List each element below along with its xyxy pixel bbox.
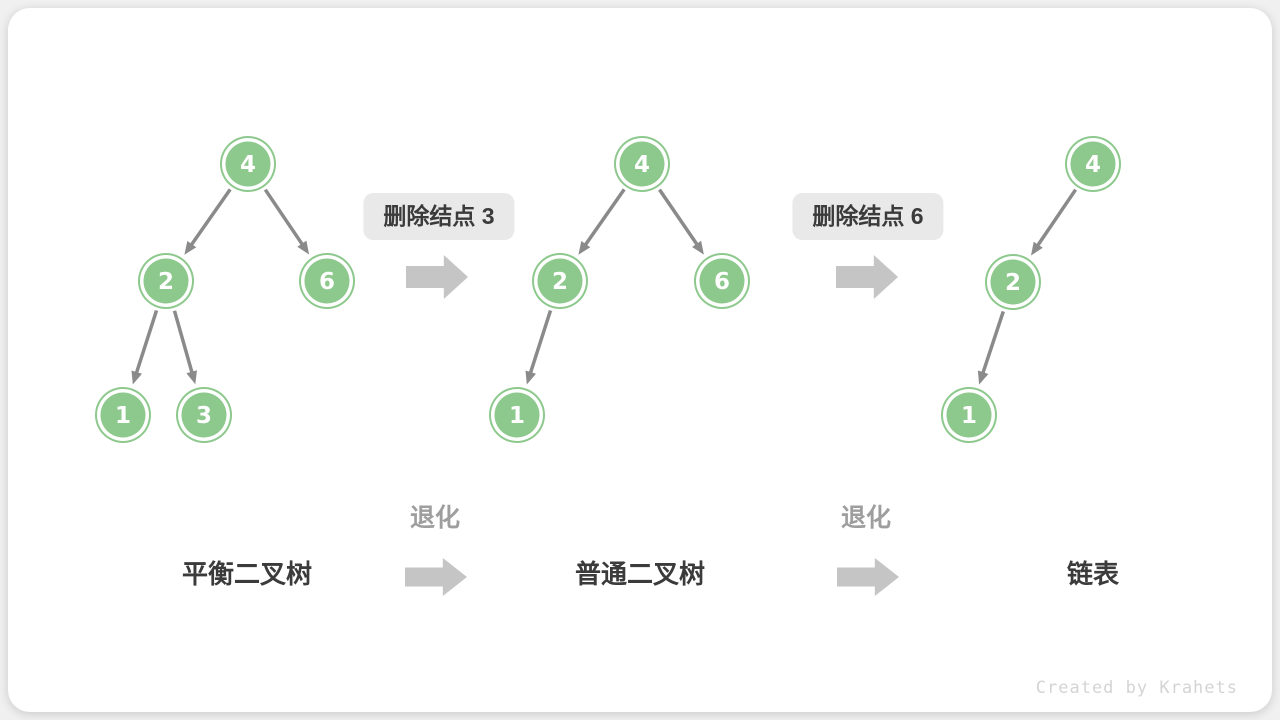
tree-node-4: 4 <box>1065 136 1121 192</box>
caption-ordinary-binary-tree: 普通二叉树 <box>574 559 706 589</box>
tree-node-6: 6 <box>299 253 355 309</box>
tree-edge-arrowhead-icon <box>578 241 591 255</box>
delete-node-6-badge-label: 删除结点 6 <box>812 203 924 229</box>
balanced-binary-tree: 4 2 6 1 3 <box>95 136 355 443</box>
watermark: Created by Krahets <box>1035 678 1238 698</box>
tree-edge <box>187 188 232 250</box>
tree-node-circle <box>1070 141 1116 187</box>
tree-node-circle <box>946 392 992 438</box>
tree-node-circle <box>699 258 745 304</box>
tree-node-1: 1 <box>95 387 151 443</box>
tree-node-2: 2 <box>532 253 588 309</box>
tree-edge <box>527 309 553 378</box>
tree-node-2: 2 <box>138 253 194 309</box>
tree-node-circle <box>143 258 189 304</box>
tree-node-value: 4 <box>240 152 256 178</box>
tree-edge-arrowhead-icon <box>297 240 310 255</box>
tree-edge-arrowhead-icon <box>1031 241 1043 256</box>
tree-node-4: 4 <box>220 136 276 192</box>
diagram-card <box>8 8 1272 712</box>
degrade-label-1: 退化 <box>409 504 461 532</box>
tree-node-4: 4 <box>614 136 670 192</box>
tree-node-value: 2 <box>158 269 174 295</box>
tree-node-circle <box>990 259 1036 305</box>
tree-edge-arrowhead-icon <box>184 241 197 255</box>
tree-node-value: 4 <box>634 152 650 178</box>
tree-node-circle <box>619 141 665 187</box>
tree-edge-arrowhead-icon <box>186 370 197 385</box>
linked-list: 4 2 1 <box>941 136 1121 443</box>
caption-linked-list: 链表 <box>1066 559 1120 589</box>
tree-node-value: 3 <box>196 403 212 429</box>
delete-node-3-badge: 删除结点 3 <box>363 193 515 240</box>
tree-node-value: 1 <box>115 403 131 429</box>
tree-edge <box>172 310 195 377</box>
tree-node-value: 6 <box>714 269 730 295</box>
tree-node-circle <box>537 258 583 304</box>
tree-edge <box>1033 188 1078 250</box>
tree-node-value: 2 <box>1005 270 1021 296</box>
tree-edge <box>263 188 307 249</box>
caption-balanced-binary-tree: 平衡二叉树 <box>181 559 313 589</box>
tree-node-circle <box>181 392 227 438</box>
tree-node-2: 2 <box>985 254 1041 310</box>
delete-node-3-badge-label: 删除结点 3 <box>383 203 495 229</box>
tree-edge <box>979 310 1005 378</box>
tree-node-circle <box>494 392 540 438</box>
tree-node-6: 6 <box>694 253 750 309</box>
tree-edge-arrowhead-icon <box>977 370 989 385</box>
tree-node-3: 3 <box>176 387 232 443</box>
tree-edge-arrowhead-icon <box>692 240 704 255</box>
degrade-label-2: 退化 <box>840 504 892 532</box>
tree-edge <box>133 309 159 378</box>
tree-node-value: 4 <box>1085 152 1101 178</box>
ordinary-binary-tree: 4 2 6 1 <box>489 136 750 443</box>
tree-edge-arrowhead-icon <box>525 370 536 385</box>
tree-node-circle <box>304 258 350 304</box>
tree-edge <box>658 188 701 249</box>
tree-node-circle <box>225 141 271 187</box>
tree-node-1: 1 <box>941 387 997 443</box>
tree-node-value: 1 <box>961 403 977 429</box>
tree-edge <box>581 188 626 250</box>
tree-node-1: 1 <box>489 387 545 443</box>
tree-edge-arrowhead-icon <box>131 370 142 385</box>
tree-node-value: 6 <box>319 269 335 295</box>
tree-node-value: 2 <box>552 269 568 295</box>
delete-node-6-badge: 删除结点 6 <box>792 193 944 240</box>
tree-node-circle <box>100 392 146 438</box>
tree-node-value: 1 <box>509 403 525 429</box>
